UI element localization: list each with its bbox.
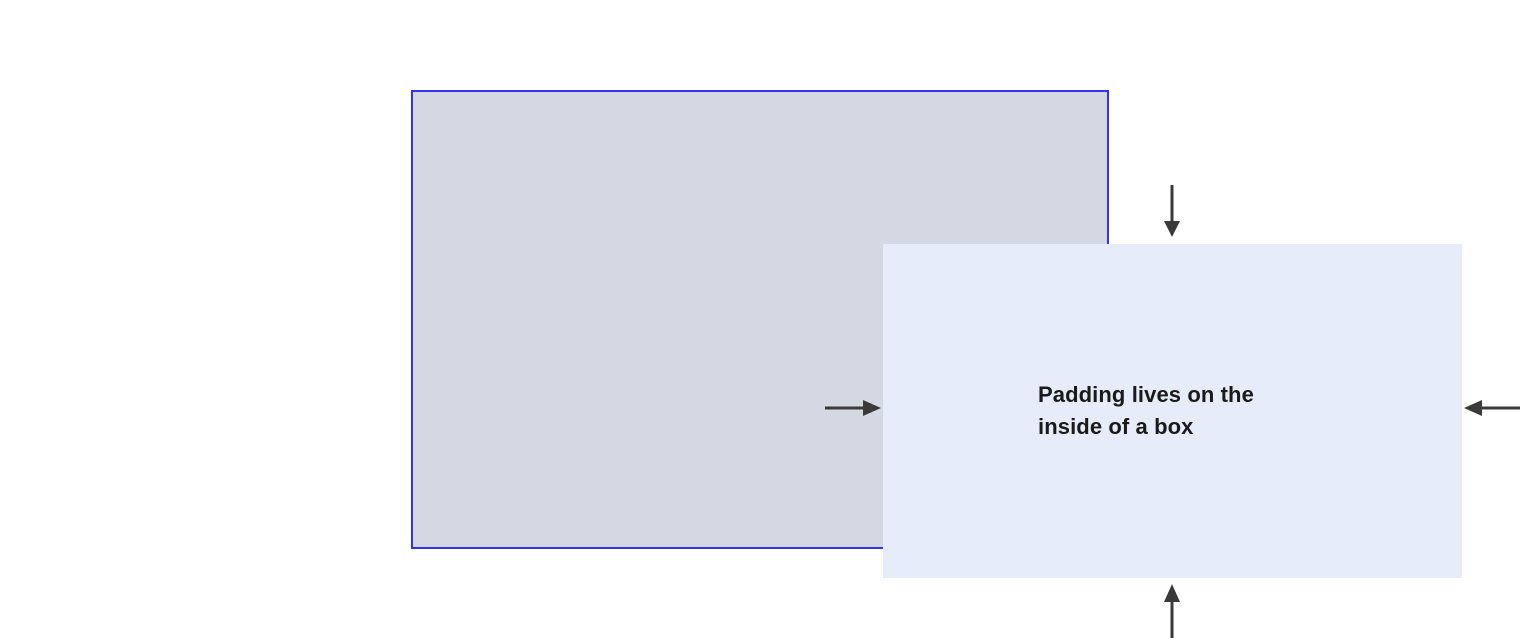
padding-arrow-left-icon	[825, 392, 881, 424]
padding-arrow-right-icon	[1464, 392, 1520, 424]
content-box: Padding lives on the inside of a box	[883, 244, 1462, 578]
padding-box: Padding lives on the inside of a box	[411, 90, 1520, 638]
padding-arrow-top-icon	[1156, 185, 1188, 237]
padding-arrow-bottom-icon	[1156, 584, 1188, 638]
content-label: Padding lives on the inside of a box	[1038, 382, 1254, 439]
